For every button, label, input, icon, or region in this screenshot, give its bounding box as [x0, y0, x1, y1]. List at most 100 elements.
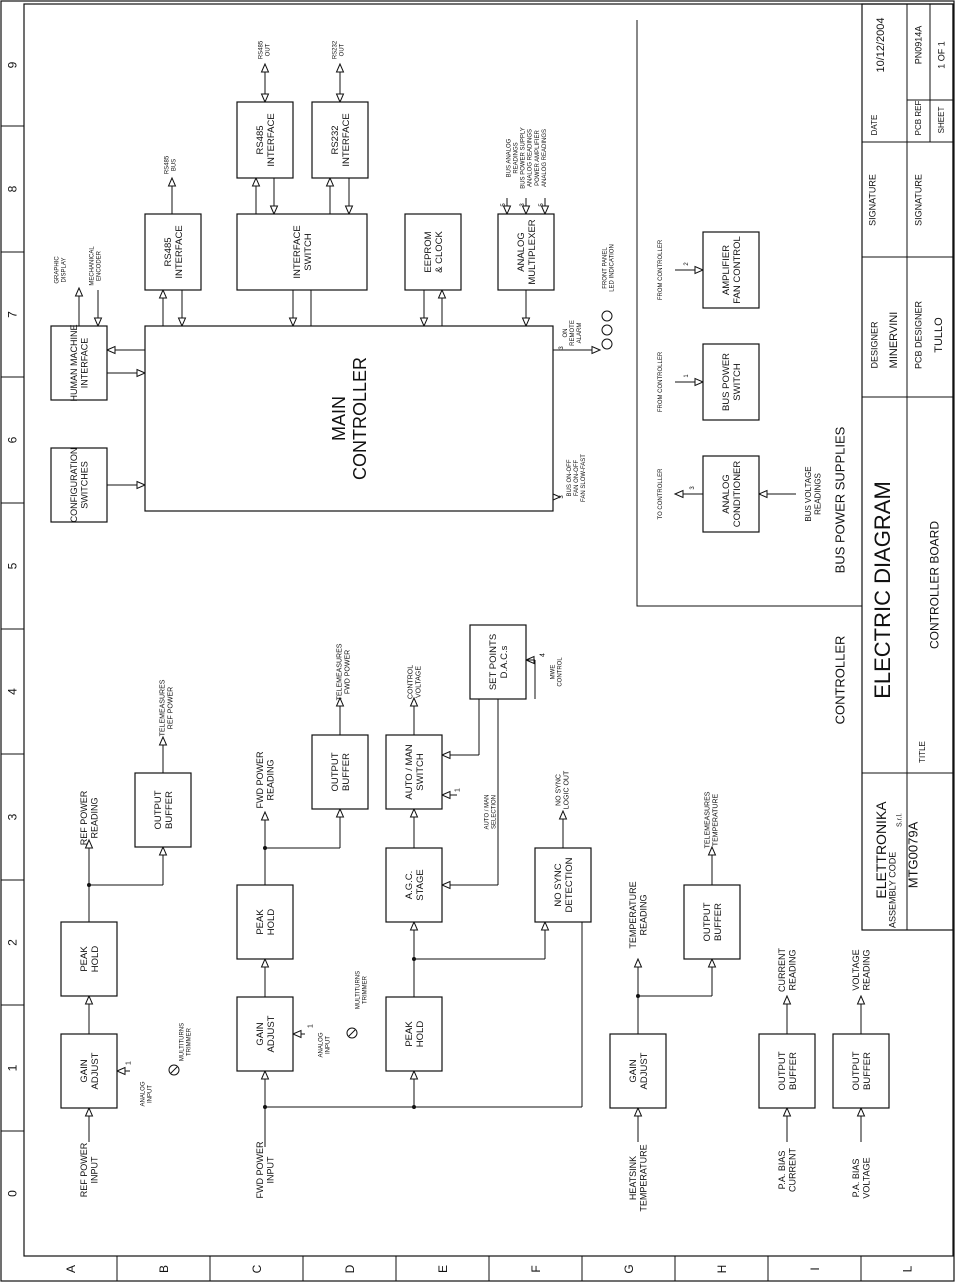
block-peak2 — [236, 884, 294, 960]
label-tele_fwd-line: TELEMEASURES — [336, 643, 343, 700]
row-marker-D-line: D — [343, 1264, 357, 1273]
block-peak2-label-line: PEAK — [255, 909, 266, 935]
block-hmi — [50, 325, 108, 401]
assembly-code-value: MTG0079A — [906, 821, 921, 888]
row-marker-G: G — [622, 1264, 636, 1273]
block-gain3-label-line: ADJUST — [639, 1052, 650, 1089]
date-value-line: 10/12/2004 — [875, 17, 887, 72]
label-num_1b: 1 — [308, 1024, 315, 1028]
block-rs485b-label-line: INTERFACE — [174, 225, 185, 278]
section-controller-title-line: CONTROLLER — [833, 636, 848, 725]
junction-dot — [412, 957, 416, 961]
signature-label-line: SIGNATURE — [913, 174, 923, 226]
arrow-head — [93, 317, 103, 328]
block-gain3 — [609, 1033, 667, 1109]
arrow-head — [440, 790, 451, 800]
label-mux_in-line: ANALOG READINGS — [528, 129, 534, 187]
label-analog_in1-line: INPUT — [148, 1085, 154, 1103]
label-rs485bus-line: BUS — [172, 159, 178, 171]
block-outbuf2 — [311, 734, 369, 810]
block-eeprom-label-line: EEPROM — [423, 231, 434, 272]
company-logo: ELETTRONIKA — [873, 801, 889, 899]
label-num_3a: 3 — [559, 346, 565, 350]
block-peak3 — [385, 996, 443, 1072]
label-graphic-line: DISPLAY — [62, 258, 68, 283]
block-outbuf4-label-line: OUTPUT — [777, 1051, 788, 1090]
label-mwe_ctrl-line: CONTROL — [558, 657, 564, 687]
label-mux_in-line: READINGS — [514, 142, 520, 173]
label-analog_in2-line: ANALOG — [319, 1032, 325, 1057]
block-outbuf3-label-line: BUFFER — [713, 903, 724, 941]
block-outbuf1 — [134, 772, 192, 848]
label-num_1d-line: 1 — [684, 374, 690, 378]
signature-label: SIGNATURE — [867, 174, 877, 226]
block-outbuf2-label-line: BUFFER — [341, 753, 352, 791]
label-temp_read-line: READING — [639, 894, 649, 935]
pcb-ref-label: PCB REF — [914, 101, 923, 136]
label-num_1c-line: 1 — [455, 788, 462, 792]
block-rs232t-label-line: RS232 — [330, 125, 341, 154]
label-auto_sel-line: SELECTION — [492, 795, 498, 829]
label-tele_fwd-line: FWD POWER — [345, 650, 352, 694]
arrow-head — [74, 286, 84, 297]
block-ancond-label-line: CONDITIONER — [732, 461, 743, 528]
sheet-title: ELECTRIC DIAGRAM — [870, 481, 895, 699]
arrow-head — [344, 205, 354, 216]
block-peak1-label-line: PEAK — [79, 946, 90, 972]
label-pa_volt-line: P.A. BIAS — [851, 1159, 861, 1198]
label-encoder-line: MECHANICAL — [90, 246, 96, 286]
arrow-head — [105, 345, 116, 355]
assembly-code-value-line: MTG0079A — [906, 821, 921, 888]
label-nosync_out-line: LOGIC OUT — [564, 770, 571, 809]
arrow-head — [409, 1069, 419, 1080]
block-outbuf4-label-line: BUFFER — [788, 1052, 799, 1090]
label-num_3c: 3 — [690, 486, 696, 490]
arrow-head — [694, 377, 705, 387]
arrow-head — [757, 489, 768, 499]
block-ifsw — [236, 213, 368, 291]
label-num_3d-line: 3 — [520, 203, 526, 207]
arrow-head — [782, 994, 792, 1005]
arrow-head — [158, 735, 168, 746]
arrow-head — [440, 750, 451, 760]
row-marker-F-line: F — [529, 1265, 543, 1272]
block-config-label-line: SWITCHES — [80, 461, 90, 509]
col-marker-0: 0 — [5, 1190, 19, 1197]
block-eeprom-label-line: & CLOCK — [434, 230, 445, 272]
label-num_2-line: 2 — [684, 262, 690, 266]
title-value-line: CONTROLLER BOARD — [927, 521, 941, 649]
arrow-head — [158, 288, 168, 299]
label-from_ctrl_1: FROM CONTROLLER — [658, 239, 664, 300]
arrow-head — [673, 489, 684, 499]
label-pa_cur-line: CURRENT — [788, 1147, 798, 1192]
arrow-head — [540, 920, 550, 931]
label-num_1a-line: 1 — [126, 1061, 133, 1065]
signature-label-line: SIGNATURE — [867, 174, 877, 226]
label-rs485bus-line: RS485 — [165, 155, 171, 174]
block-setpt-label-line: SET POINTS — [488, 634, 499, 690]
row-marker-E: E — [436, 1265, 450, 1273]
sheet-value-line: 1 OF 1 — [936, 41, 946, 69]
arrow-head — [269, 205, 279, 216]
label-volt_read-line: READING — [862, 949, 872, 990]
arrow-head — [409, 696, 419, 707]
arrow-head — [115, 1066, 126, 1076]
block-eeprom-label: EEPROM& CLOCK — [423, 230, 445, 272]
block-automan-label-line: SWITCH — [415, 753, 426, 791]
arrow-head — [521, 205, 531, 216]
label-rs485out-line: OUT — [266, 43, 272, 56]
